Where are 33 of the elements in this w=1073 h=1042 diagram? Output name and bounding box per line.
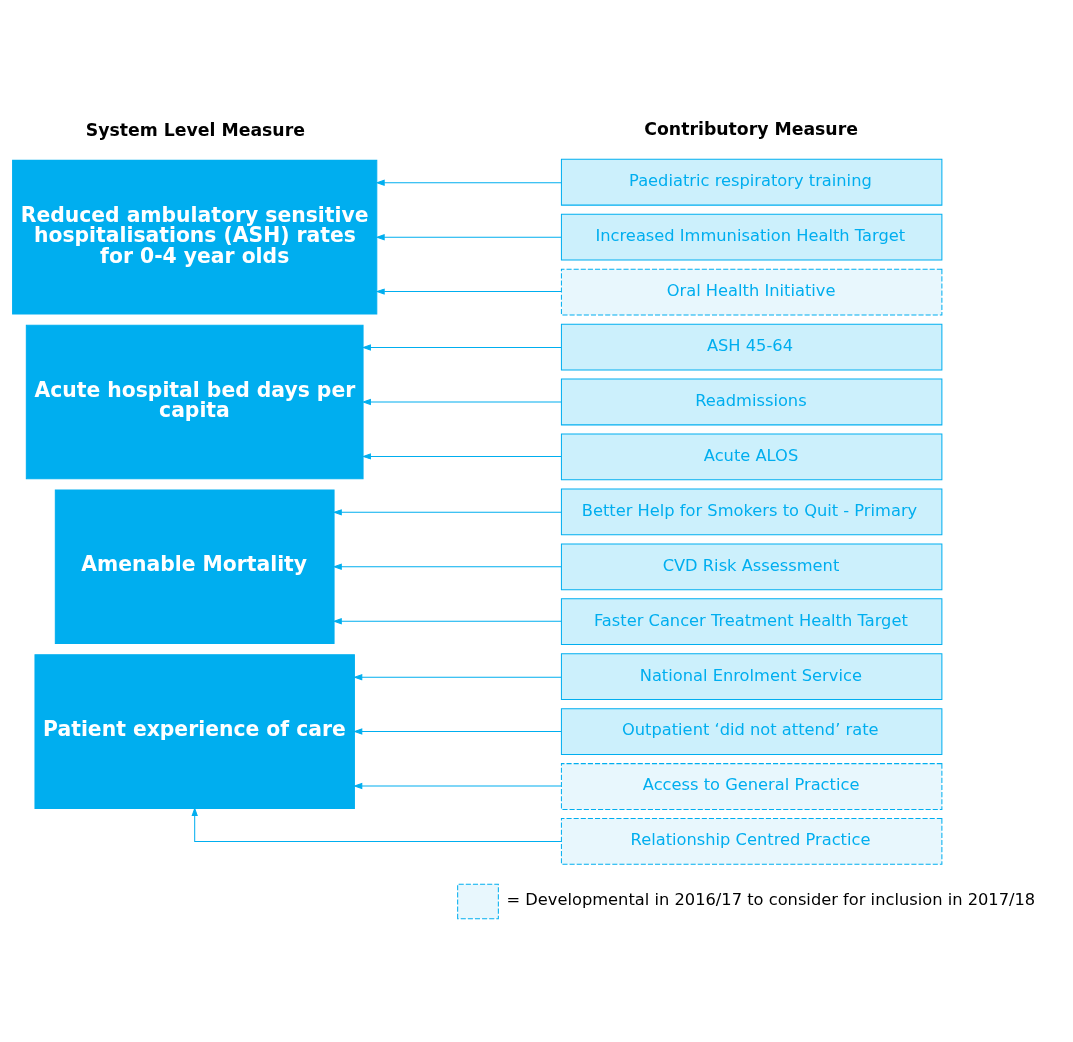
node-box: Reduced ambulatory sensitive hospitalisations (ASH) rates for 0-4 year olds [12, 159, 378, 315]
legend-label: = Developmental in 2016/17 to consider for inclusion in 2017/18 [506, 890, 1036, 910]
node-box: Readmissions [560, 378, 943, 426]
node-box: Increased Immunisation Health Target [560, 213, 943, 261]
arrow [375, 288, 562, 295]
node-box: CVD Risk Assessment [560, 543, 943, 591]
arrow [353, 673, 562, 681]
arrow [361, 398, 562, 406]
node-box: ASH 45-64 [560, 323, 943, 371]
node-box: Patient experience of care [34, 654, 355, 809]
node-box: Amenable Mortality [54, 489, 335, 645]
node-box: Access to General Practice [560, 763, 943, 810]
label: System Level Measure [85, 119, 305, 140]
arrow [361, 344, 562, 351]
arrow [332, 509, 562, 516]
arrow [361, 453, 562, 460]
node-box: Acute ALOS [560, 433, 943, 481]
arrow [375, 179, 562, 186]
node-box: Faster Cancer Treatment Health Target [560, 598, 943, 646]
node-box: Better Help for Smokers to Quit - Primary [560, 488, 943, 536]
node-box: Acute hospital bed days per capita [25, 324, 364, 480]
arrow [332, 563, 562, 570]
arrow [353, 782, 562, 790]
arrow [375, 233, 562, 241]
node-box: National Enrolment Service [560, 653, 943, 701]
node-box: Paediatric respiratory training [560, 158, 943, 206]
label: Contributory Measure [644, 118, 858, 139]
arrow [191, 806, 562, 842]
arrow [353, 728, 562, 735]
node-box: Outpatient ‘did not attend’ rate [560, 708, 943, 755]
arrow [332, 618, 562, 625]
node-box: Oral Health Initiative [560, 268, 943, 316]
node-box: Relationship Centred Practice [560, 818, 943, 865]
